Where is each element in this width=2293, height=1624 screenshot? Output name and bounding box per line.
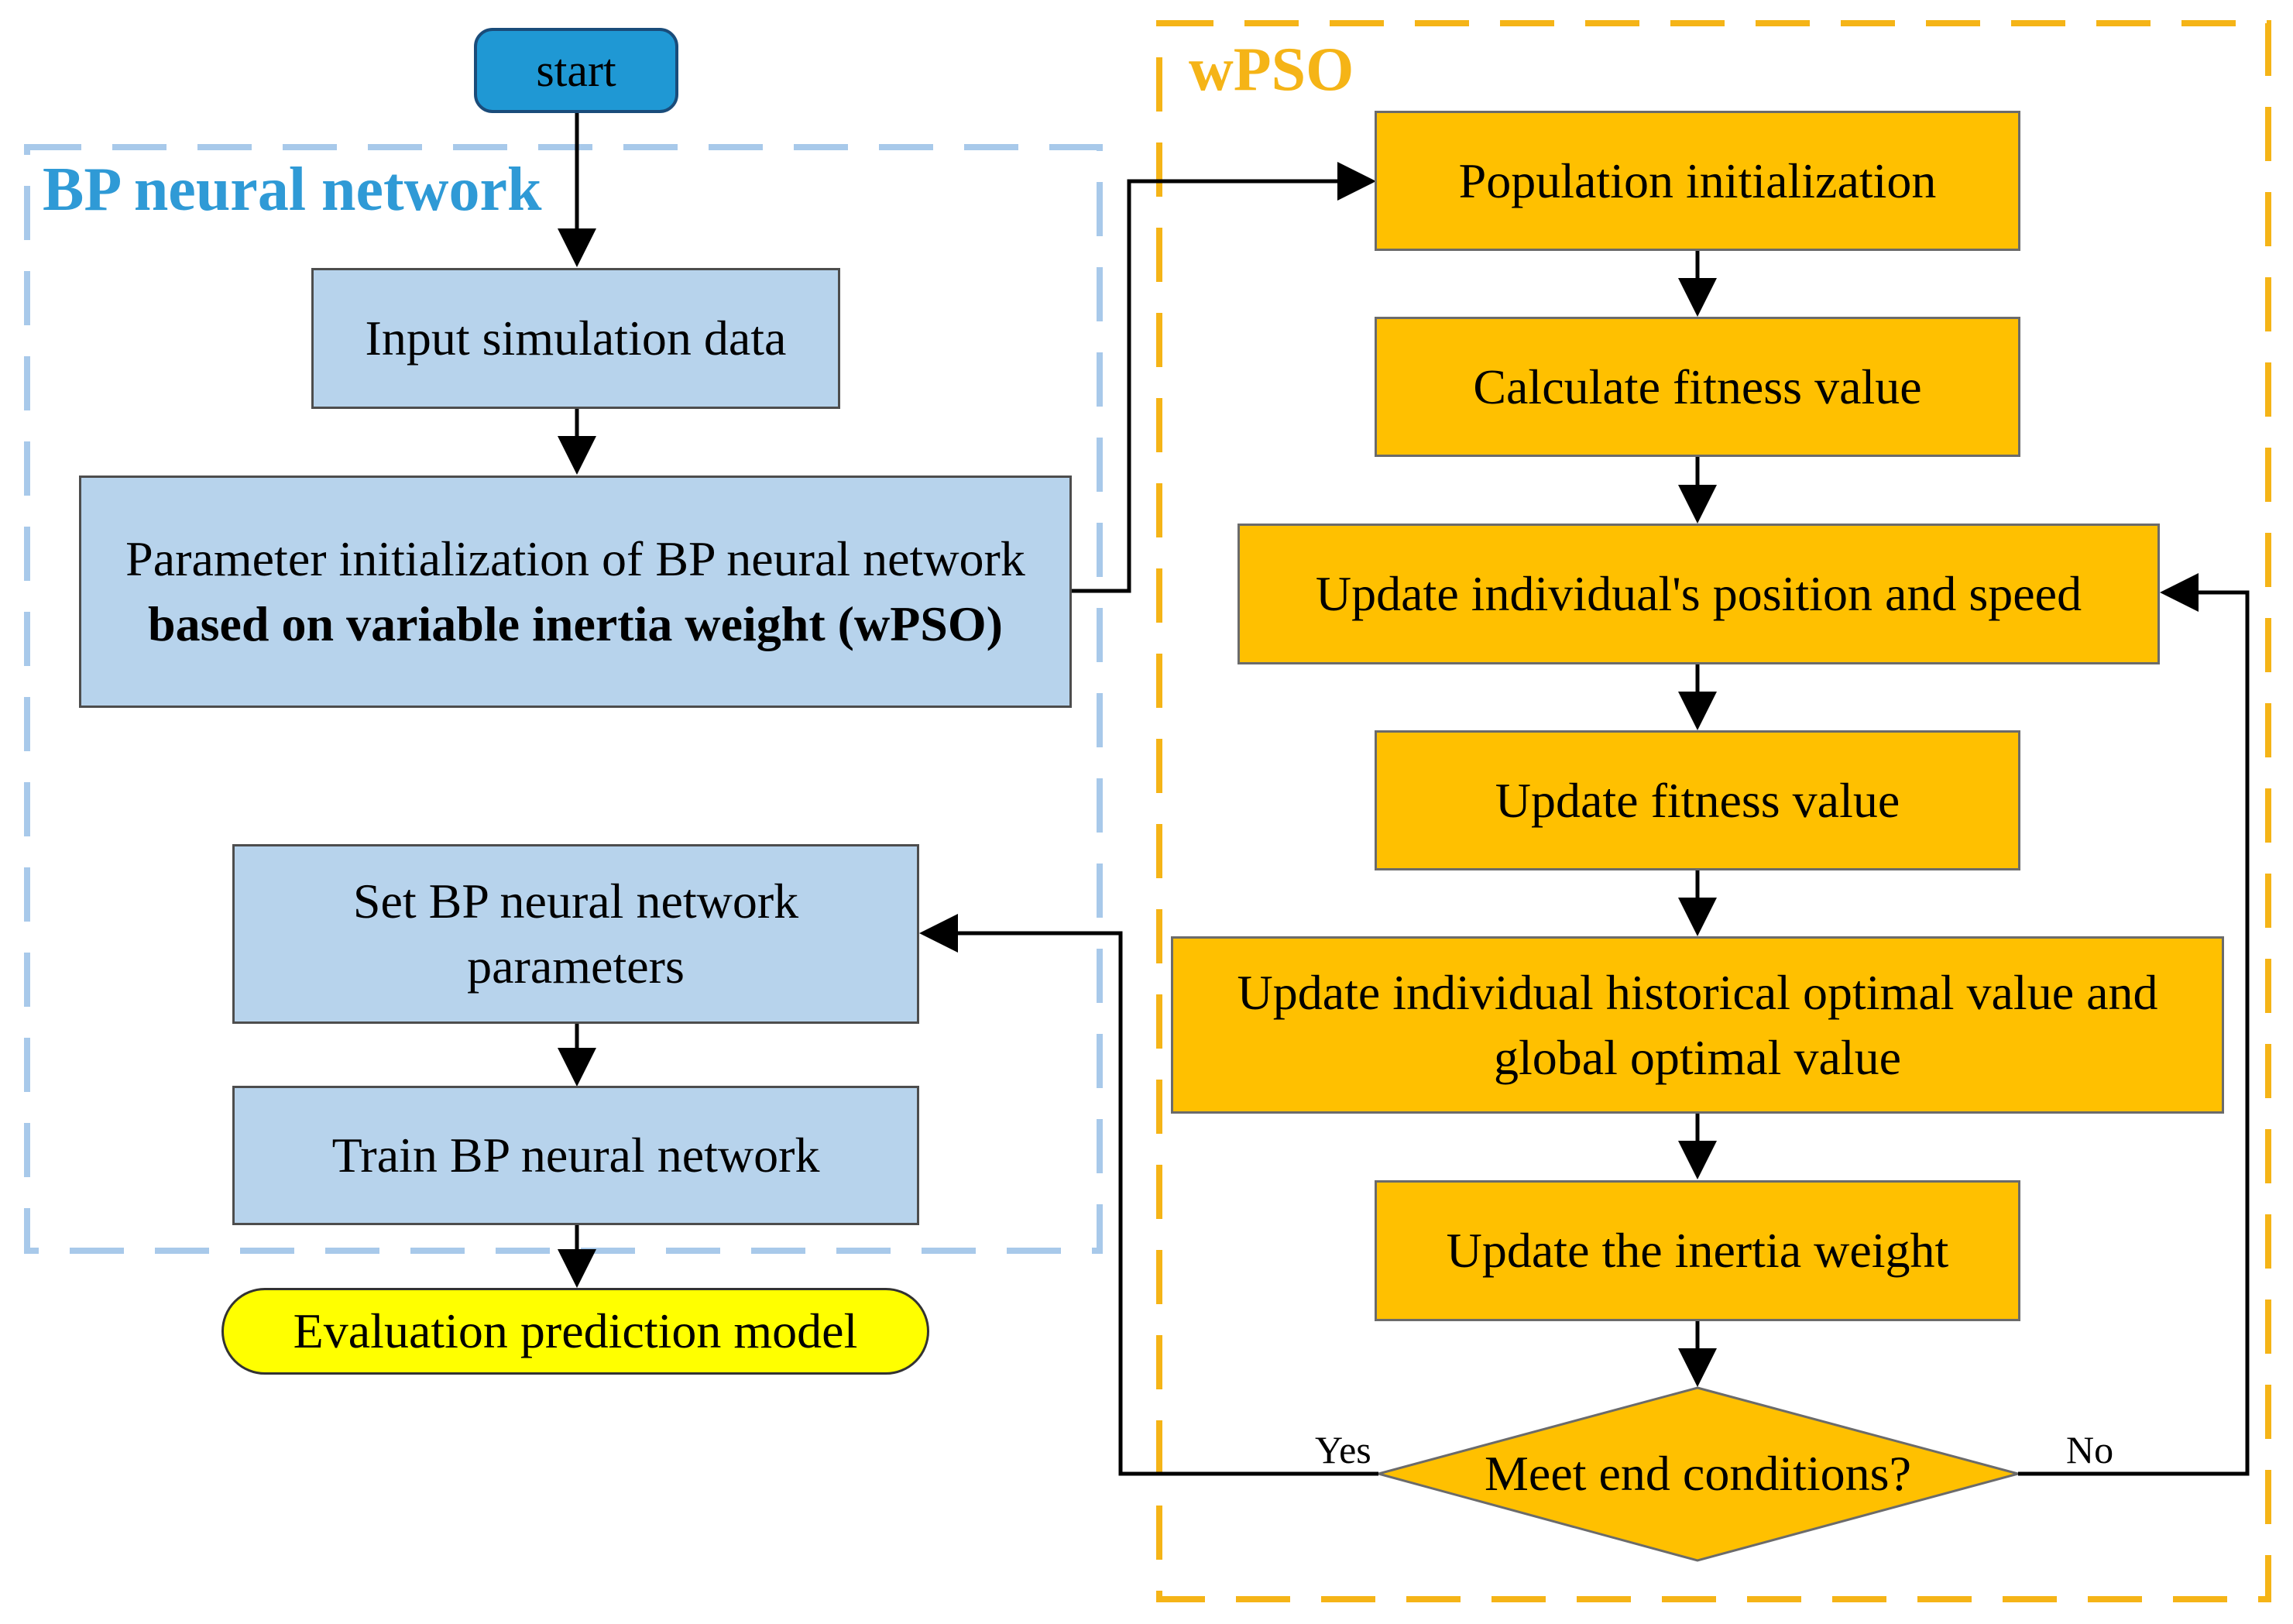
set-bp-parameters-box: Set BP neural network parameters [232,844,919,1024]
start-terminal: start [474,28,678,113]
parameter-initialization-line-2: based on variable inertia weight (wPSO) [148,596,1003,651]
population-initialization-box: Population initialization [1375,111,2020,251]
bp-group-title: BP neural network [43,156,542,224]
update-optimal-values-box: Update individual historical optimal val… [1171,936,2224,1114]
edge-label-yes: Yes [1315,1428,1371,1471]
wpso-group-border [1156,20,2271,1602]
update-inertia-weight-box: Update the inertia weight [1375,1180,2020,1321]
decision-label: Meet end conditions? [1485,1446,1911,1501]
update-fitness-box: Update fitness value [1375,730,2020,870]
arrow-decision-no-loop [2018,573,2250,1476]
update-optimal-values-line-2: global optimal value [1493,1029,1902,1085]
wpso-group-title: wPSO [1189,36,1354,104]
input-simulation-data-box: Input simulation data [311,268,840,409]
calculate-fitness-box: Calculate fitness value [1375,317,2020,457]
arrow-param-init-to-population [1071,162,1376,593]
parameter-initialization-line-1: Parameter initialization of BP neural ne… [125,531,1025,586]
set-bp-parameters-line-1: Set BP neural network [352,874,799,929]
set-bp-parameters-line-2: parameters [467,939,685,994]
decision-diamond [1374,1386,2023,1562]
update-position-speed-box: Update individual's position and speed [1237,524,2160,664]
arrow-decision-yes-to-set-params [919,914,1378,1476]
bp-group-border [24,144,1103,1254]
parameter-initialization-box: Parameter initialization of BP neural ne… [79,476,1072,708]
edge-label-no: No [2066,1428,2114,1471]
update-optimal-values-line-1: Update individual historical optimal val… [1237,964,2158,1020]
evaluation-prediction-model-terminal: Evaluation prediction model [221,1288,929,1375]
train-bp-network-box: Train BP neural network [232,1086,919,1225]
